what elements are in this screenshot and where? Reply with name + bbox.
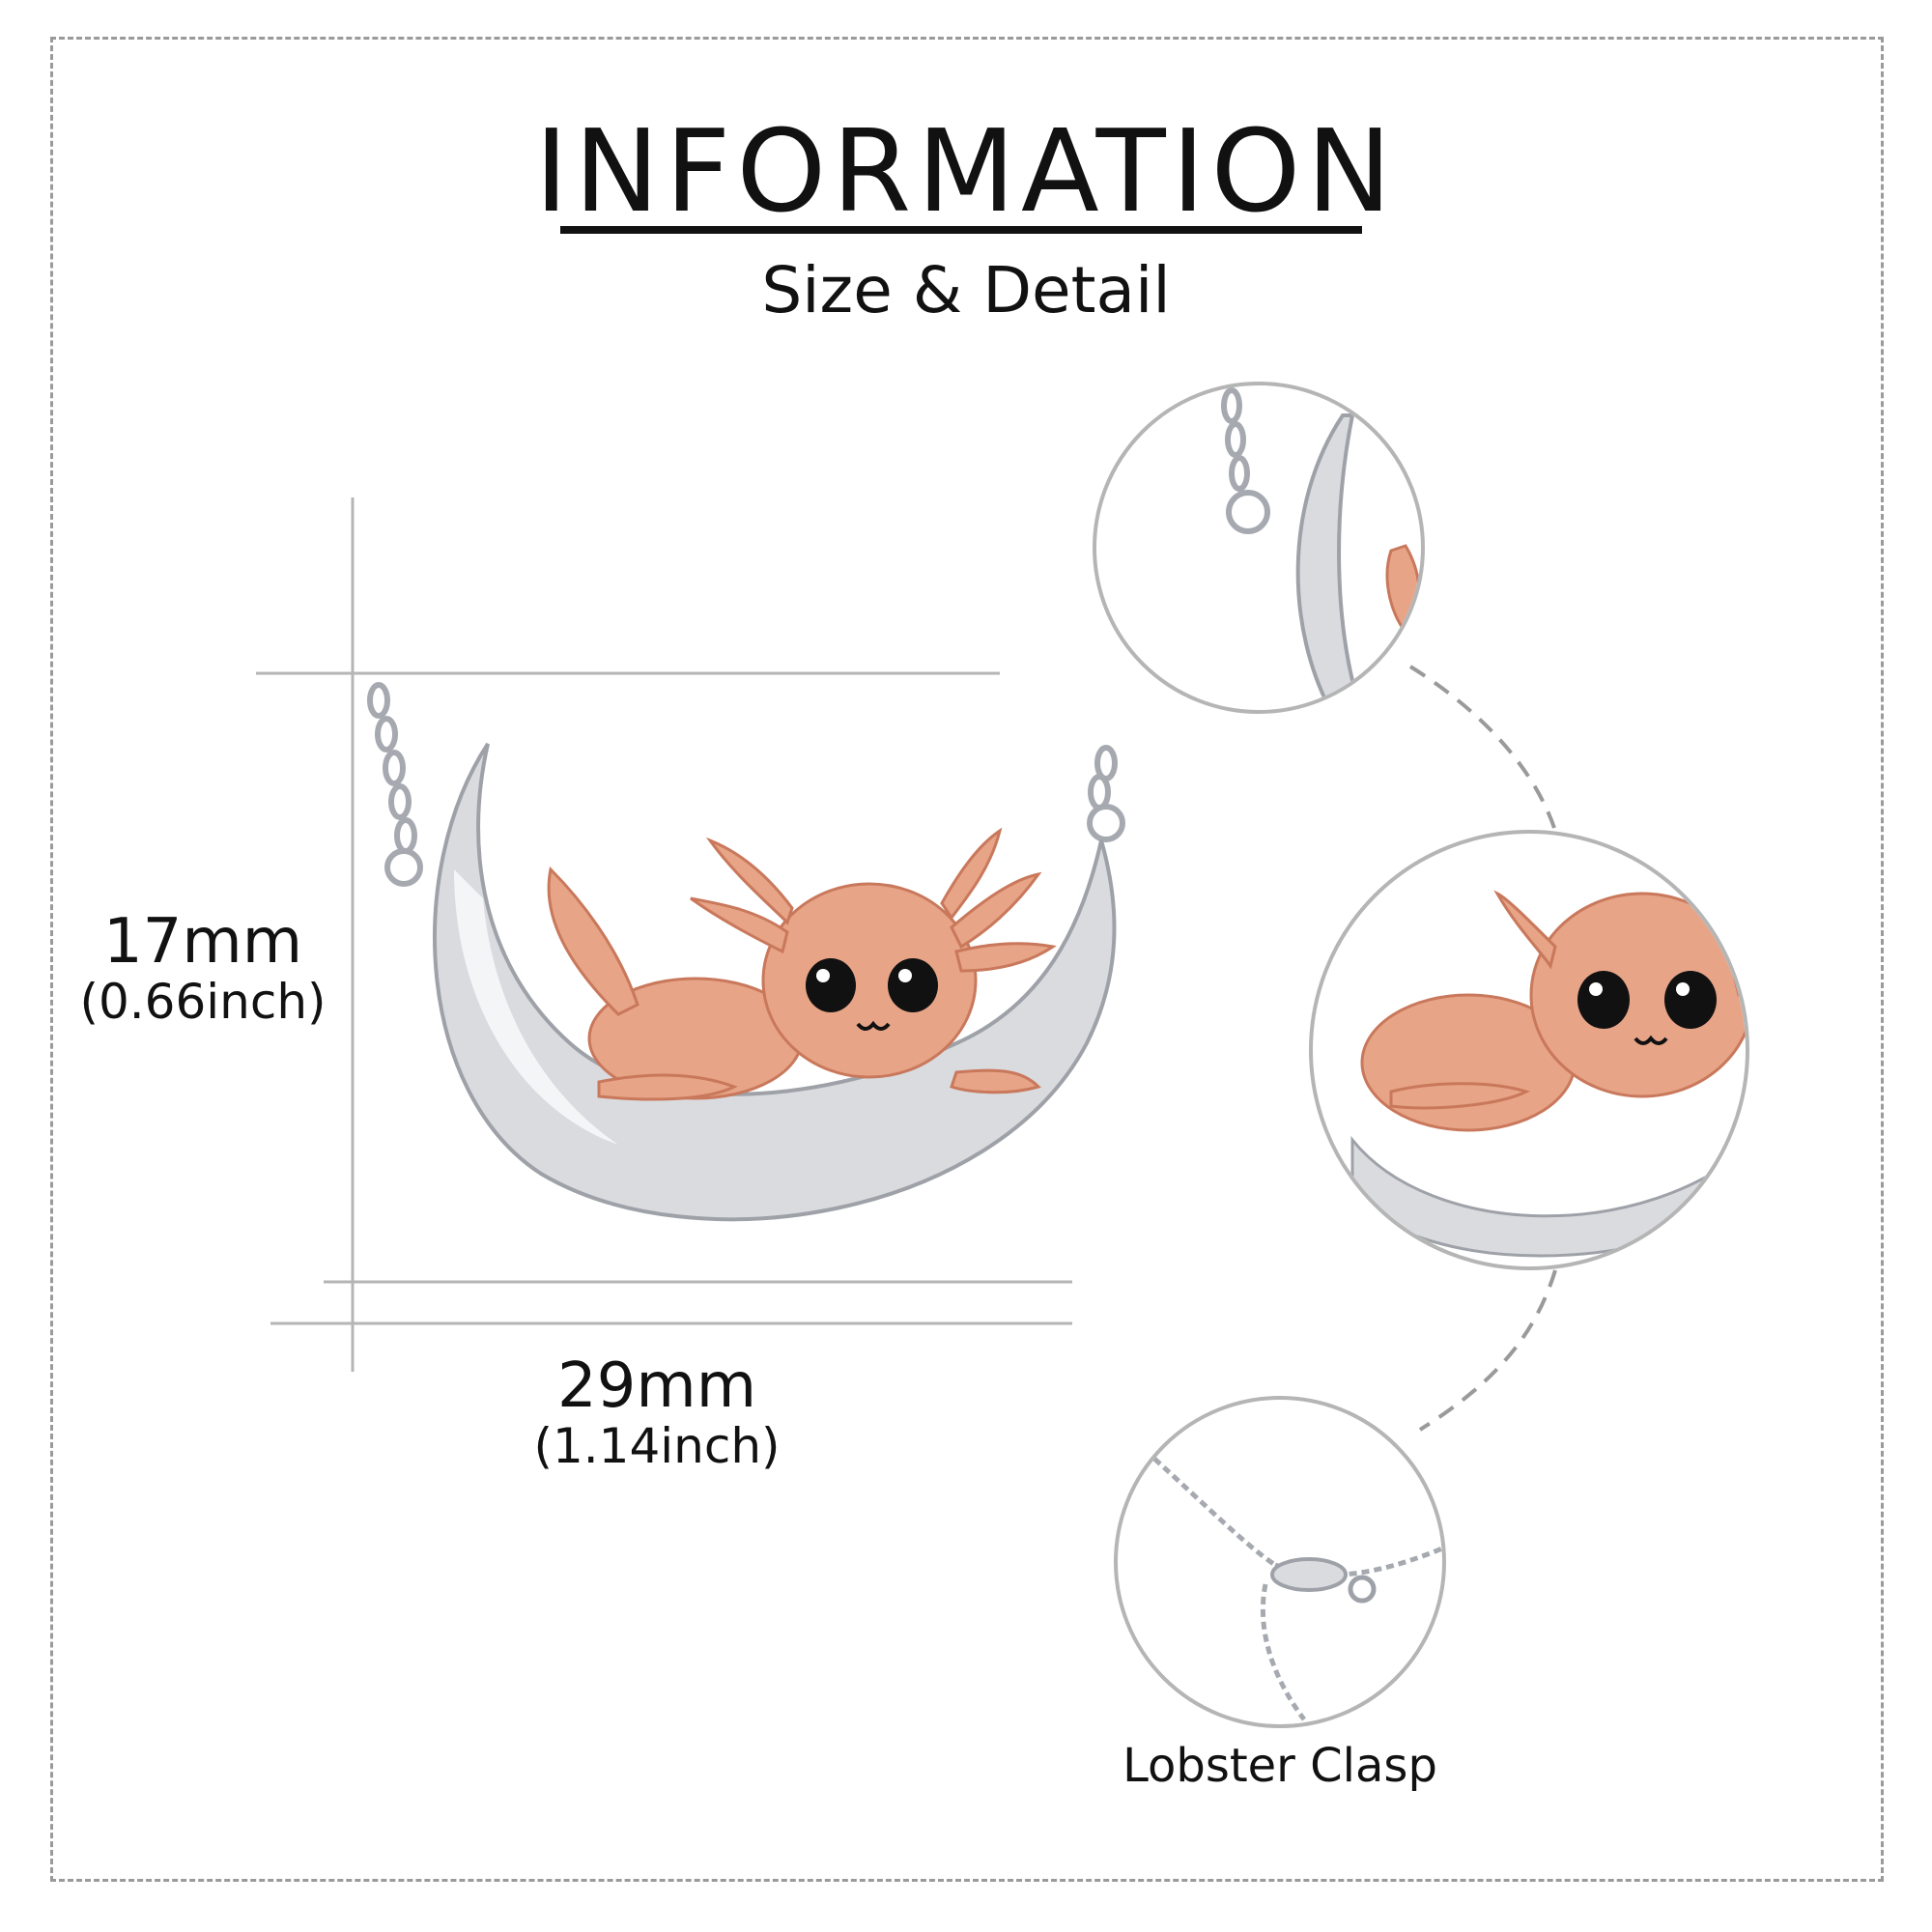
- page-subtitle: Size & Detail: [761, 253, 1171, 327]
- width-mm: 29mm: [556, 1350, 757, 1422]
- width-dimension: 29mm (1.14inch): [502, 1352, 811, 1473]
- detail-circle-closeup: [1309, 830, 1749, 1270]
- detail-circle-lobster-clasp: [1114, 1396, 1446, 1728]
- width-inch: (1.14inch): [533, 1418, 781, 1475]
- title-underline: [560, 226, 1362, 234]
- height-inch: (0.66inch): [79, 974, 327, 1031]
- page-title: INFORMATION: [534, 104, 1398, 238]
- height-dimension: 17mm (0.66inch): [58, 908, 348, 1029]
- dashed-connectors: [1408, 665, 1557, 1432]
- height-mm: 17mm: [102, 906, 303, 978]
- detail-circle-side-view: [1093, 382, 1425, 714]
- measurement-guides: [256, 497, 1072, 1372]
- pendant-main-image: [367, 682, 1125, 1222]
- lobster-clasp-label: Lobster Clasp: [1122, 1739, 1437, 1793]
- dashed-frame: [50, 37, 1884, 1882]
